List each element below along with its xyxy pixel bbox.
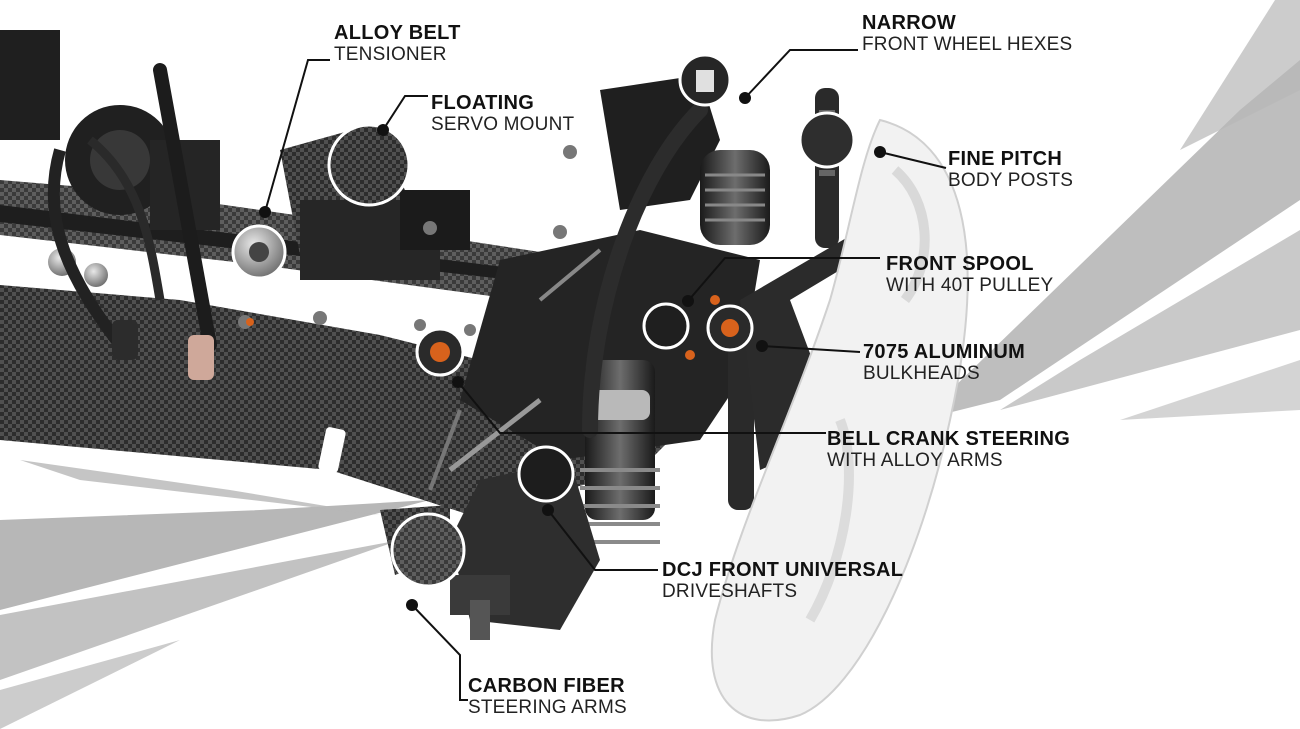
callout-aluminum-bulkheads: 7075 ALUMINUM BULKHEADS bbox=[863, 341, 1025, 385]
callout-title: FRONT SPOOL bbox=[886, 253, 1034, 275]
callout-subtitle: BULKHEADS bbox=[863, 363, 980, 384]
callout-subtitle: FRONT WHEEL HEXES bbox=[862, 34, 1073, 55]
callout-subtitle: WITH ALLOY ARMS bbox=[827, 450, 1003, 471]
callout-title: NARROW bbox=[862, 12, 957, 34]
callout-title: ALLOY BELT bbox=[334, 22, 461, 44]
callout-title: FINE PITCH bbox=[948, 148, 1063, 170]
main-chassis-plate bbox=[0, 285, 690, 515]
callout-title: 7075 ALUMINUM bbox=[863, 341, 1026, 363]
leader-dots bbox=[259, 92, 886, 611]
callout-title: FLOATING bbox=[431, 92, 535, 114]
callout-dcj-front-universal: DCJ FRONT UNIVERSAL DRIVESHAFTS bbox=[662, 559, 903, 603]
leader-lines bbox=[264, 49, 947, 701]
detail-circles bbox=[231, 53, 856, 588]
callout-floating-servo-mount: FLOATING SERVO MOUNT bbox=[431, 92, 574, 136]
callout-alloy-belt-tensioner: ALLOY BELT TENSIONER bbox=[334, 22, 461, 66]
callout-subtitle: WITH 40T PULLEY bbox=[886, 275, 1054, 296]
callout-subtitle: BODY POSTS bbox=[948, 170, 1074, 191]
callout-subtitle: STEERING ARMS bbox=[468, 697, 627, 718]
callout-carbon-fiber-steering-arms: CARBON FIBER STEERING ARMS bbox=[468, 675, 627, 719]
callout-subtitle: TENSIONER bbox=[334, 44, 447, 65]
callout-bell-crank-steering: BELL CRANK STEERING WITH ALLOY ARMS bbox=[827, 428, 1070, 472]
callout-subtitle: DRIVESHAFTS bbox=[662, 581, 798, 602]
callout-title: CARBON FIBER bbox=[468, 675, 625, 697]
callout-title: BELL CRANK STEERING bbox=[827, 428, 1071, 450]
callout-narrow-front-wheel-hexes: NARROW FRONT WHEEL HEXES bbox=[862, 12, 1072, 56]
callout-fine-pitch-body-posts: FINE PITCH BODY POSTS bbox=[948, 148, 1073, 192]
callout-front-spool: FRONT SPOOL WITH 40T PULLEY bbox=[886, 253, 1053, 297]
callout-title: DCJ FRONT UNIVERSAL bbox=[662, 559, 904, 581]
callout-subtitle: SERVO MOUNT bbox=[431, 114, 575, 135]
